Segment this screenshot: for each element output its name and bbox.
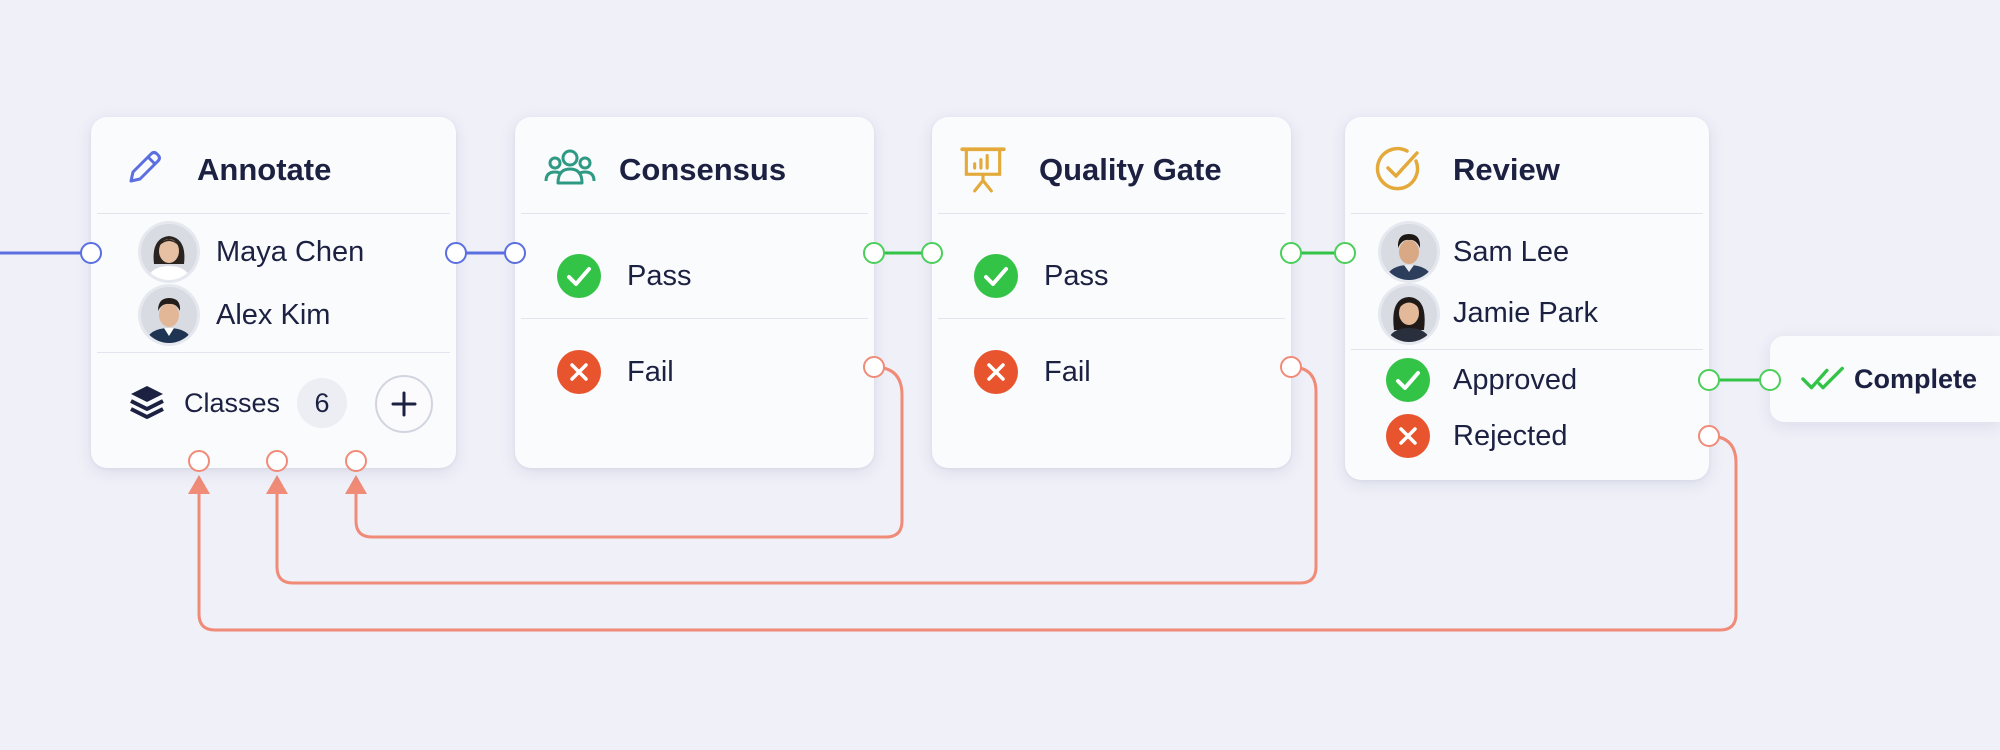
consensus-input-port[interactable]: [504, 242, 526, 264]
wire-review-rejected-loop: [197, 434, 1738, 632]
classes-count-badge: 6: [297, 378, 347, 428]
reviewer-name-sam-lee: Sam Lee: [1453, 236, 1570, 268]
consensus-pass-label: Pass: [627, 260, 692, 292]
annotate-title: Annotate: [197, 152, 332, 187]
annotate-return-port-3[interactable]: [345, 450, 367, 472]
consensus-fail-port[interactable]: [863, 356, 885, 378]
annotate-input-port[interactable]: [80, 242, 102, 264]
add-class-button[interactable]: [375, 375, 433, 433]
arrowhead-annotate-return-2: [266, 475, 288, 494]
consensus-pass-port[interactable]: [863, 242, 885, 264]
review-node[interactable]: Review Sam Lee Jamie Park Approved Rejec…: [1345, 117, 1709, 480]
users-icon: [544, 149, 596, 185]
reviewer-name-jamie-park: Jamie Park: [1453, 297, 1599, 329]
annotate-classes-divider: [97, 352, 450, 353]
pass-check-icon: [557, 254, 601, 298]
layers-icon: [130, 386, 164, 419]
annotator-name-alex-kim: Alex Kim: [216, 299, 331, 331]
annotate-output-port[interactable]: [445, 242, 467, 264]
annotate-header-divider: [97, 213, 450, 214]
complete-label: Complete: [1854, 364, 1978, 394]
quality-gate-fail-label: Fail: [1044, 356, 1091, 388]
avatar-sam-lee: [1381, 224, 1437, 280]
avatar-maya-chen: [141, 224, 197, 280]
annotate-return-port-1[interactable]: [188, 450, 210, 472]
arrowhead-annotate-return-1: [188, 475, 210, 494]
plus-icon: [391, 391, 417, 417]
consensus-title: Consensus: [619, 152, 787, 187]
rejected-label: Rejected: [1453, 420, 1568, 452]
double-check-icon: [1801, 366, 1844, 390]
review-title: Review: [1453, 152, 1560, 187]
classes-label: Classes: [184, 388, 281, 418]
quality-gate-title: Quality Gate: [1039, 152, 1222, 187]
presentation-chart-icon: [960, 147, 1006, 193]
approved-check-icon: [1386, 358, 1430, 402]
annotator-name-maya-chen: Maya Chen: [216, 236, 365, 268]
avatar-alex-kim: [141, 287, 197, 343]
annotate-node[interactable]: Annotate Maya Chen Alex Kim Classes 6: [91, 117, 456, 468]
review-rejected-port[interactable]: [1698, 425, 1720, 447]
check-circle-icon: [1375, 146, 1420, 191]
pencil-icon: [129, 151, 161, 183]
quality-gate-fail-port[interactable]: [1280, 356, 1302, 378]
quality-gate-pass-port[interactable]: [1280, 242, 1302, 264]
consensus-row-divider: [521, 318, 868, 319]
review-approved-port[interactable]: [1698, 369, 1720, 391]
approved-label: Approved: [1453, 364, 1578, 396]
quality-gate-row-divider: [938, 318, 1285, 319]
fail-x-icon: [974, 350, 1018, 394]
review-input-port[interactable]: [1334, 242, 1356, 264]
quality-gate-node[interactable]: Quality Gate Pass Fail: [932, 117, 1291, 468]
complete-node[interactable]: Complete: [1770, 336, 2000, 422]
review-header-divider: [1351, 213, 1703, 214]
complete-input-port[interactable]: [1759, 369, 1781, 391]
quality-gate-header-divider: [938, 213, 1285, 214]
review-status-divider: [1351, 349, 1703, 350]
pass-check-icon: [974, 254, 1018, 298]
consensus-fail-label: Fail: [627, 356, 674, 388]
quality-gate-input-port[interactable]: [921, 242, 943, 264]
annotate-return-port-2[interactable]: [266, 450, 288, 472]
avatar-jamie-park: [1381, 286, 1437, 342]
quality-gate-pass-label: Pass: [1044, 260, 1109, 292]
consensus-node[interactable]: Consensus Pass Fail: [515, 117, 874, 468]
wire-quality-fail-loop: [275, 365, 1318, 585]
rejected-x-icon: [1386, 414, 1430, 458]
fail-x-icon: [557, 350, 601, 394]
wire-consensus-fail-loop: [354, 365, 904, 539]
arrowhead-annotate-return-3: [345, 475, 367, 494]
consensus-header-divider: [521, 213, 868, 214]
